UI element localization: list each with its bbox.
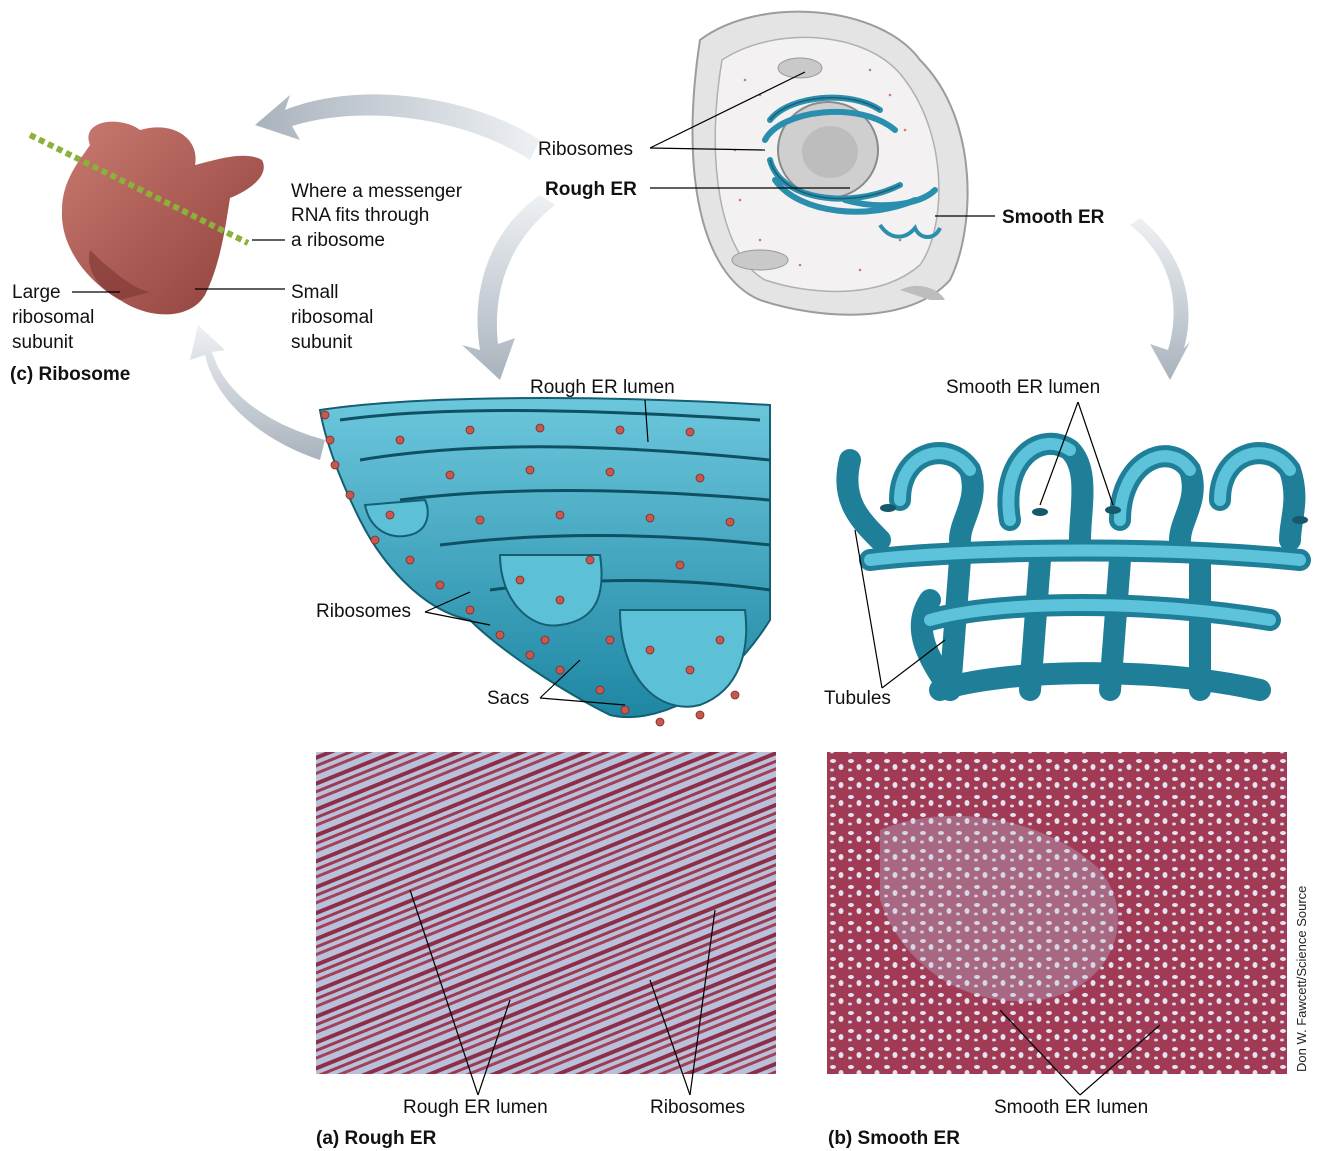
- mrna-note-line2: RNA fits through: [291, 204, 429, 228]
- smooth-er-model: [847, 444, 1308, 690]
- ribosome-model: [30, 122, 264, 315]
- small-subunit-label-3: subunit: [291, 331, 352, 355]
- rough-er-micrograph: [316, 752, 776, 1074]
- rough-er-lumen-label: Rough ER lumen: [530, 376, 675, 400]
- smooth-er-lumen-label: Smooth ER lumen: [946, 376, 1100, 400]
- ribosome-caption: (c) Ribosome: [10, 363, 130, 387]
- mrna-note-line1: Where a messenger: [291, 180, 462, 204]
- small-subunit-label-2: ribosomal: [291, 306, 373, 330]
- caption-rough-er: (a) Rough ER: [316, 1127, 436, 1151]
- rough-er-ribosomes-label: Ribosomes: [316, 600, 411, 624]
- cell-illustration: [693, 12, 968, 315]
- mrna-note-line3: a ribosome: [291, 229, 385, 253]
- micrograph-smooth-er-lumen-label: Smooth ER lumen: [994, 1096, 1148, 1120]
- cell-rough-er-label: Rough ER: [545, 178, 637, 202]
- tubules-label: Tubules: [824, 687, 891, 711]
- large-subunit-label-1: Large: [12, 281, 61, 305]
- cell-ribosomes-label: Ribosomes: [538, 138, 633, 162]
- large-subunit-label-3: subunit: [12, 331, 73, 355]
- large-subunit-label-2: ribosomal: [12, 306, 94, 330]
- photo-credit: Don W. Fawcett/Science Source: [1294, 886, 1309, 1072]
- micrograph-ribosomes-label: Ribosomes: [650, 1096, 745, 1120]
- small-subunit-label-1: Small: [291, 281, 339, 305]
- caption-smooth-er: (b) Smooth ER: [828, 1127, 960, 1151]
- micrograph-rough-er-lumen-label: Rough ER lumen: [403, 1096, 548, 1120]
- cell-smooth-er-label: Smooth ER: [1002, 206, 1104, 230]
- rough-er-model: [320, 398, 770, 726]
- sacs-label: Sacs: [487, 687, 529, 711]
